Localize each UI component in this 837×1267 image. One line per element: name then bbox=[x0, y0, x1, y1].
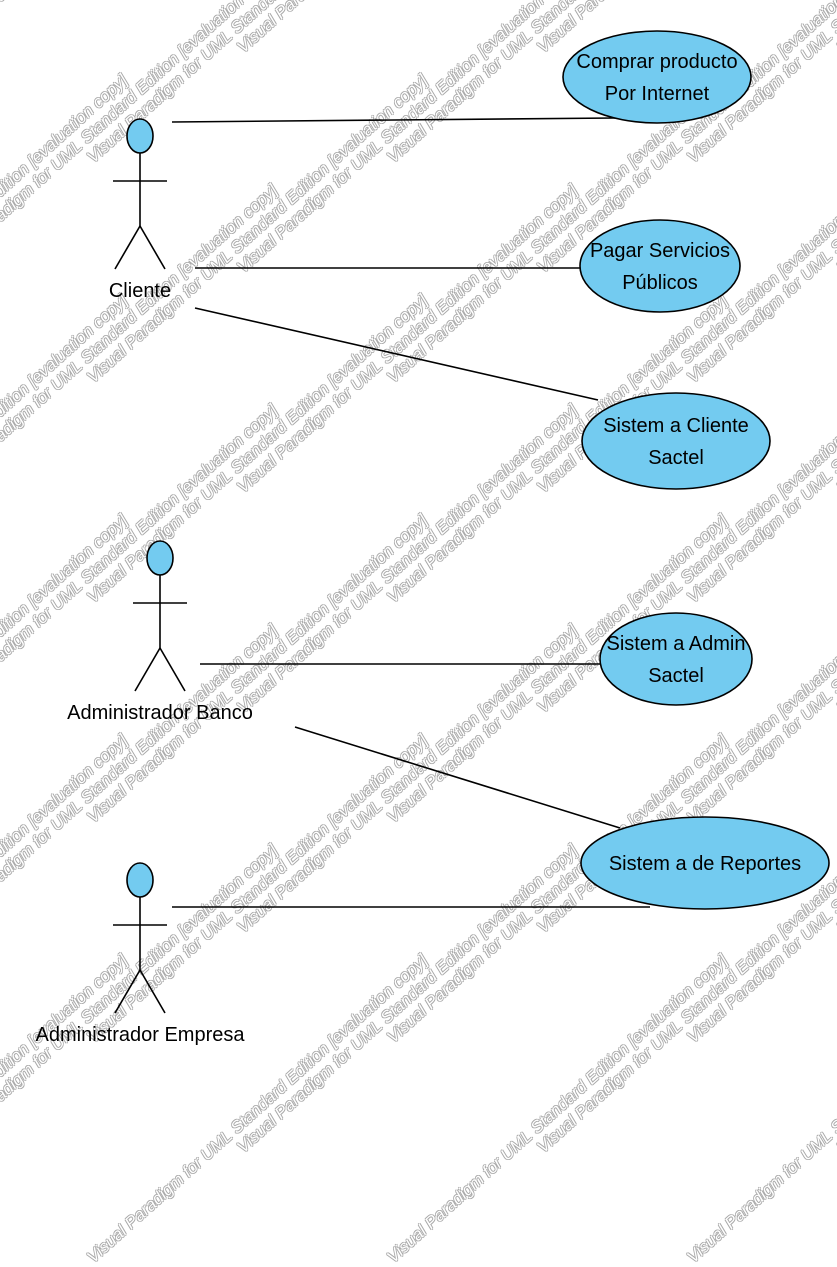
use-case-label: Pagar Servicios bbox=[590, 240, 730, 262]
association-cliente-comprar bbox=[171, 117, 616, 123]
actor-left-leg bbox=[114, 225, 141, 270]
use-case-ellipse bbox=[599, 612, 753, 706]
association-admin-banco-reportes bbox=[294, 726, 621, 829]
use-case-label: Comprar producto bbox=[576, 51, 737, 73]
use-case-ellipse bbox=[579, 219, 741, 313]
use-case-label: Sistem a Cliente bbox=[603, 415, 749, 437]
use-case-label: Sistem a Admin bbox=[607, 633, 746, 655]
actor-label: Administrador Banco bbox=[67, 702, 253, 724]
use-case-label: Públicos bbox=[622, 272, 698, 294]
actor-admin-empresa[interactable]: Administrador Empresa bbox=[36, 862, 246, 1046]
associations bbox=[171, 117, 650, 908]
actor-head bbox=[126, 118, 154, 154]
actor-right-leg bbox=[139, 969, 166, 1014]
actor-right-leg bbox=[139, 225, 166, 270]
actor-label: Administrador Empresa bbox=[36, 1024, 246, 1046]
actor-label: Cliente bbox=[109, 280, 171, 302]
use-case-label: Sactel bbox=[648, 665, 704, 687]
actor-right-leg bbox=[159, 647, 186, 692]
use-case-label: Sistem a de Reportes bbox=[609, 853, 801, 875]
use-case-ellipse bbox=[580, 816, 830, 910]
association-cliente-cliente-sactel bbox=[194, 307, 599, 401]
actor-left-leg bbox=[134, 647, 161, 692]
use-case-label: Sactel bbox=[648, 447, 704, 469]
actor-head bbox=[126, 862, 154, 898]
use-case-ellipse bbox=[581, 392, 771, 490]
use-case-ellipse bbox=[562, 30, 752, 124]
use-case-label: Por Internet bbox=[605, 83, 710, 105]
actor-head bbox=[146, 540, 174, 576]
actor-left-leg bbox=[114, 969, 141, 1014]
actor-cliente[interactable]: Cliente bbox=[109, 118, 171, 302]
actor-admin-banco[interactable]: Administrador Banco bbox=[67, 540, 253, 724]
use-case-reportes[interactable]: Sistem a de Reportes bbox=[580, 816, 830, 910]
